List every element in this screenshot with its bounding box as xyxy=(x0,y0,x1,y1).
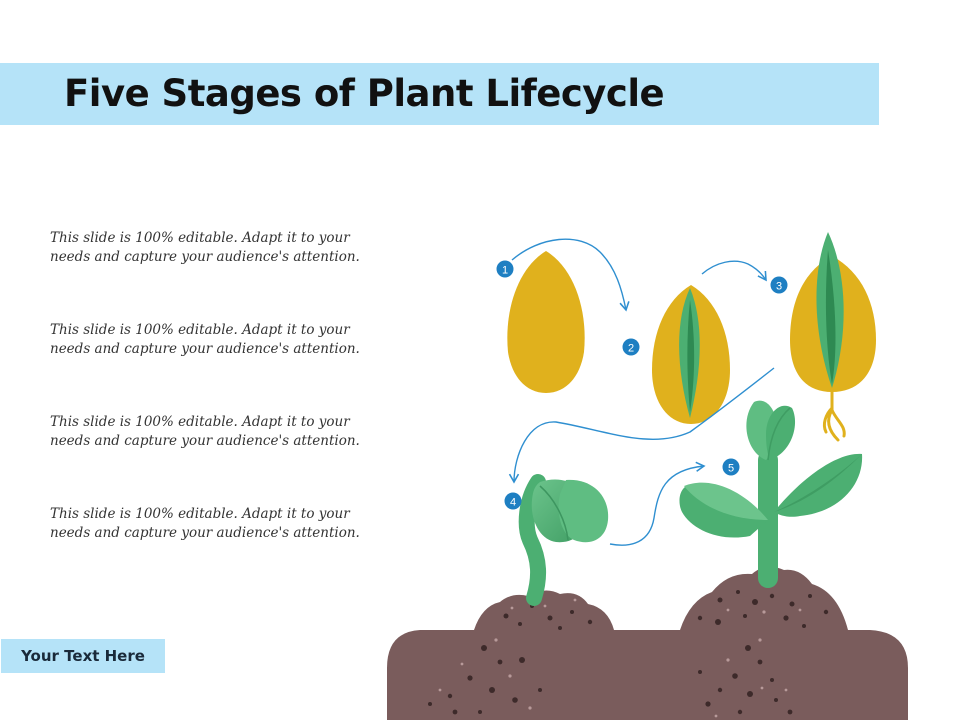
title-band xyxy=(0,63,879,125)
svg-text:5: 5 xyxy=(728,463,734,475)
stage-badge: 4 xyxy=(504,492,522,510)
stage-badge: 1 xyxy=(496,260,514,278)
soil-ground xyxy=(387,566,908,720)
arrow-2-to-3 xyxy=(701,260,767,282)
description-text: This slide is 100% editable. Adapt it to… xyxy=(50,230,360,265)
svg-text:3: 3 xyxy=(776,281,782,293)
footer-box: Your Text Here xyxy=(1,639,165,673)
arrow-4-to-5 xyxy=(609,461,706,546)
flow-arrows xyxy=(508,238,775,546)
soil-light-specks xyxy=(438,598,802,718)
arrow-1-to-2 xyxy=(511,238,630,312)
stage-badge: 5 xyxy=(722,458,740,476)
stage-badge: 2 xyxy=(622,338,640,356)
soil-specks xyxy=(428,590,829,715)
slide-title: Five Stages of Plant Lifecycle xyxy=(64,72,665,115)
svg-text:1: 1 xyxy=(502,265,508,277)
description-text: This slide is 100% editable. Adapt it to… xyxy=(50,322,360,357)
germinating-seed-icon xyxy=(790,232,876,442)
young-plant-icon xyxy=(679,400,863,588)
arrow-3-to-4 xyxy=(508,367,775,484)
description-text: This slide is 100% editable. Adapt it to… xyxy=(50,414,360,449)
seedling-icon xyxy=(518,474,609,606)
sprouting-seed-icon xyxy=(652,285,730,424)
description-text: This slide is 100% editable. Adapt it to… xyxy=(50,506,360,541)
footer-label: Your Text Here xyxy=(21,647,145,665)
svg-text:4: 4 xyxy=(510,497,516,509)
svg-text:2: 2 xyxy=(628,343,634,355)
seed-icon xyxy=(507,251,585,393)
stage-badge: 3 xyxy=(770,276,788,294)
